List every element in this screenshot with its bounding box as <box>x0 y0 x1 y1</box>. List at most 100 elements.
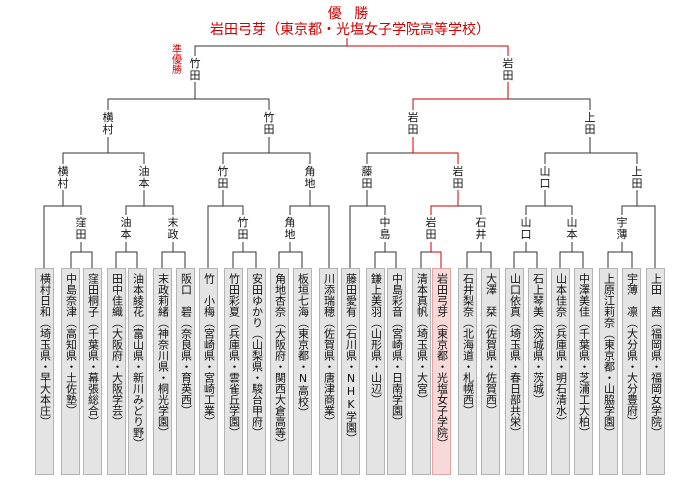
entrant-school: （福岡県・福岡女学院） <box>649 317 663 438</box>
entrant-card: 阪口 碧（奈良県・育英西） <box>176 268 195 475</box>
final-line-left <box>194 38 348 56</box>
qf-winner-3: 岩田 <box>407 111 419 136</box>
entrant-name: 板垣七海 <box>296 273 310 317</box>
entrant-card: 石井梨奈（北海道・札幌西） <box>458 268 477 475</box>
entrant-school: （北海道・札幌西） <box>461 317 475 416</box>
entrant-name: 山本佳奈 <box>554 273 568 317</box>
entrant-card: 石上琴美（茨城県・茨城） <box>528 268 547 475</box>
r4-line-1 <box>43 190 82 268</box>
entrant-school: （奈良県・育英西） <box>179 317 193 416</box>
r3-winner-7: 岩田 <box>425 216 437 241</box>
qf-line-3a <box>366 152 413 164</box>
r3-line-6 <box>374 242 397 268</box>
entrant-card: 末政莉緒（神奈川県・桐光学園） <box>153 268 172 475</box>
entrant-name: 石井梨奈 <box>461 273 475 317</box>
r3-line-8 <box>466 242 492 268</box>
semi-left-winner: 竹田 <box>189 57 201 82</box>
entrant-school: （山梨県・駿台甲府） <box>250 328 264 438</box>
entrant-name: 上田 茜 <box>649 273 663 317</box>
r4-line-7 <box>525 190 573 215</box>
entrant-name: 竹田彩夏 <box>227 273 241 317</box>
r3-winner-5: 角地 <box>284 216 296 241</box>
entrant-school: （千葉県・幕張総合） <box>86 317 100 427</box>
r3-winner-2: 油本 <box>120 216 132 241</box>
entrant-school: （富山県・新川みどり野） <box>131 317 145 449</box>
entrant-school: （大阪府・関西大倉高等） <box>273 317 287 449</box>
entrant-card: 中島奈津（高知県・土佐塾） <box>61 268 80 475</box>
qf-winner-1: 横村 <box>102 111 114 136</box>
entrant-name: 藤田愛有 <box>344 273 358 317</box>
r3-line-1 <box>70 242 93 268</box>
r4-winner-3: 竹田 <box>217 165 229 190</box>
entrant-card: 中島彩音（宮崎県・日南学園） <box>387 268 406 475</box>
entrant-name: 中澤美佳 <box>577 273 591 317</box>
r4-line-5 <box>349 190 386 268</box>
entrant-name: 中島奈津 <box>64 273 78 317</box>
r4-line-4 <box>289 190 330 268</box>
r3-line-9 <box>513 242 538 268</box>
entrant-school: （茨城県・茨城） <box>531 317 545 405</box>
entrant-school: （神奈川県・桐光学園） <box>156 317 170 438</box>
entrant-name: 山口依真 <box>508 273 522 317</box>
semi-line-right-a <box>412 82 509 110</box>
entrant-school: （兵庫県・明石清水） <box>554 317 568 427</box>
r3-winner-9: 山口 <box>520 216 532 241</box>
r4-line-2 <box>125 190 174 215</box>
entrant-card: 油本綾花（富山県・新川みどり野） <box>128 268 147 475</box>
r4-winner-6: 岩田 <box>452 165 464 190</box>
entrant-name: 清本真帆 <box>415 273 429 317</box>
entrant-name: 横村日和 <box>38 273 52 317</box>
runner-up-tag: 準優勝 <box>172 45 182 76</box>
entrant-name: 安田ゆかり <box>250 273 264 328</box>
entrant-school: （大阪府・大阪学芸） <box>110 317 124 427</box>
entrant-school: （佐賀県・唐津商業） <box>322 317 336 427</box>
r4-winner-7: 山口 <box>539 165 551 190</box>
entrant-card: 板垣七海（東京都・N高校） <box>293 268 312 475</box>
entrant-card: 鎌上美羽（山形県・山辺） <box>366 268 385 475</box>
r3-winner-8: 石井 <box>475 216 487 241</box>
entrant-card: 大澤 栞（佐賀県・佐賀西） <box>481 268 500 475</box>
entrant-school: （東京都・山脇学園） <box>602 328 616 438</box>
r3-line-4 <box>232 242 257 268</box>
entrant-school: （大分県・大分豊府） <box>625 317 639 427</box>
entrant-name: 大澤 栞 <box>484 273 498 317</box>
entrant-name: 末政莉緒 <box>156 273 170 317</box>
r3-winner-11: 宇薄 <box>616 216 628 241</box>
qf-line-3b <box>412 137 459 164</box>
r3-winner-10: 山本 <box>566 216 578 241</box>
entrant-school: （石川県・NHK学園） <box>344 317 358 444</box>
r3-winner-6: 中島 <box>379 216 391 241</box>
entrant-school: （千葉県・芝浦工大柏） <box>577 317 591 438</box>
champion-card: 岩田弓芽（東京都・光塩女子学院） <box>432 268 451 475</box>
semi-line-left <box>107 82 270 110</box>
entrant-card: 川添瑞穂（佐賀県・唐津商業） <box>319 268 338 475</box>
r4-winner-5: 藤田 <box>361 165 373 190</box>
entrant-name: 田中佳織 <box>110 273 124 317</box>
r3-line-7a <box>420 251 431 268</box>
r4-winner-8: 上田 <box>631 165 643 190</box>
entrant-card: 藤田愛有（石川県・NHK学園） <box>341 268 360 475</box>
entrant-card: 安田ゆかり（山梨県・駿台甲府） <box>247 268 266 475</box>
semi-right-winner: 岩田 <box>502 57 514 82</box>
entrant-card: 山口依真（埼玉県・春日部共栄） <box>505 268 524 475</box>
entrant-name: 川添瑞穂 <box>322 273 336 317</box>
r3-line-11 <box>607 242 633 268</box>
entrant-name: 宇薄 凛 <box>625 273 639 317</box>
r3-winner-1: 窪田 <box>75 216 87 241</box>
entrant-name: 竹 小梅 <box>202 273 216 317</box>
r4-line-6a <box>430 190 459 215</box>
entrant-name: 岩田弓芽 <box>435 273 449 317</box>
r4-winner-2: 油本 <box>138 165 150 190</box>
qf-winner-2: 竹田 <box>263 111 275 136</box>
entrant-name: 鎌上美羽 <box>369 273 383 317</box>
entrant-school: （高知県・土佐塾） <box>64 317 78 416</box>
entrant-school: （埼玉県・早大本庄） <box>38 317 52 427</box>
qf-line-2 <box>222 137 311 164</box>
entrant-school: （東京都・N高校） <box>296 317 310 418</box>
r4-line-6b <box>458 205 482 215</box>
r3-line-10 <box>559 242 584 268</box>
entrant-school: （宮崎県・日南学園） <box>390 317 404 427</box>
entrant-school: （東京都・光塩女子学院） <box>435 317 449 449</box>
